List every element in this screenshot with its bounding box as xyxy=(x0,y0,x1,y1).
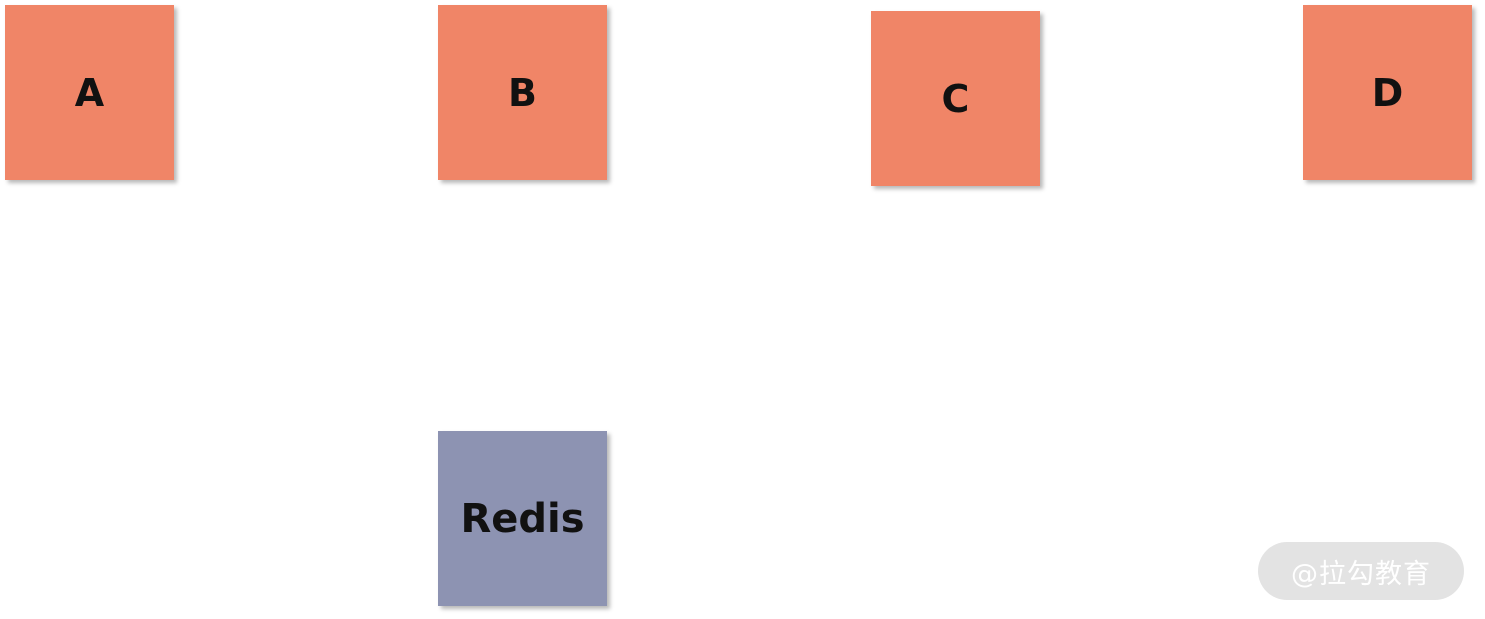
node-a-label: A xyxy=(74,70,105,115)
node-c-label: C xyxy=(941,76,970,121)
watermark-text: @拉勾教育 xyxy=(1291,558,1431,590)
watermark-badge: @拉勾教育 xyxy=(1258,542,1464,600)
node-d: D xyxy=(1303,5,1472,180)
node-c: C xyxy=(871,11,1040,186)
node-redis-label: Redis xyxy=(460,495,585,542)
node-a: A xyxy=(5,5,174,180)
node-b-label: B xyxy=(508,70,537,115)
node-redis: Redis xyxy=(438,431,607,606)
node-d-label: D xyxy=(1371,70,1404,115)
node-b: B xyxy=(438,5,607,180)
